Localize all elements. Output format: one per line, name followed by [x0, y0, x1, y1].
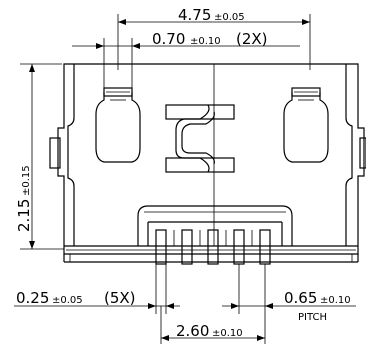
- dim-height: 2.15 ±0.15: [15, 63, 64, 250]
- slot-width-value: 0.70: [152, 30, 185, 48]
- dim-slot-width: 0.70 ±0.10 (2X): [72, 30, 300, 92]
- slot-width-note: (2X): [236, 30, 268, 48]
- pin-2: [181, 229, 193, 265]
- pin-4: [233, 229, 245, 265]
- pin-1: [155, 229, 167, 265]
- pin-span-tol: ±0.10: [212, 328, 243, 339]
- dim-pin-span: 2.60 ±0.10: [160, 306, 266, 344]
- dim-pin-width: 0.25 ±0.05 (5X): [14, 264, 180, 314]
- pin-width-tol: ±0.05: [52, 295, 83, 306]
- pin-width-note: (5X): [104, 289, 136, 307]
- height-value: 2.15: [15, 199, 33, 232]
- pitch-tol: ±0.10: [320, 295, 351, 306]
- pin-housing: [137, 205, 293, 246]
- pitch-value: 0.65: [284, 289, 317, 307]
- pin-3: [207, 229, 219, 265]
- center-spring-contact: [165, 104, 235, 173]
- pin-span-value: 2.60: [176, 322, 209, 340]
- slot-width-tol: ±0.10: [190, 36, 221, 47]
- pin-5: [259, 229, 271, 265]
- connector-body: [49, 63, 366, 263]
- left-slot: [95, 87, 141, 163]
- pins: [155, 229, 271, 265]
- pin-width-value: 0.25: [16, 289, 49, 307]
- dim-pitch: 0.65 ±0.10 PITCH: [222, 264, 356, 323]
- pitch-label: PITCH: [298, 312, 327, 323]
- height-tol: ±0.15: [21, 165, 32, 196]
- overall-width-value: 4.75: [178, 6, 211, 24]
- right-slot: [283, 87, 329, 163]
- dim-overall-width: 4.75 ±0.05: [117, 6, 311, 70]
- overall-width-tol: ±0.05: [214, 12, 245, 23]
